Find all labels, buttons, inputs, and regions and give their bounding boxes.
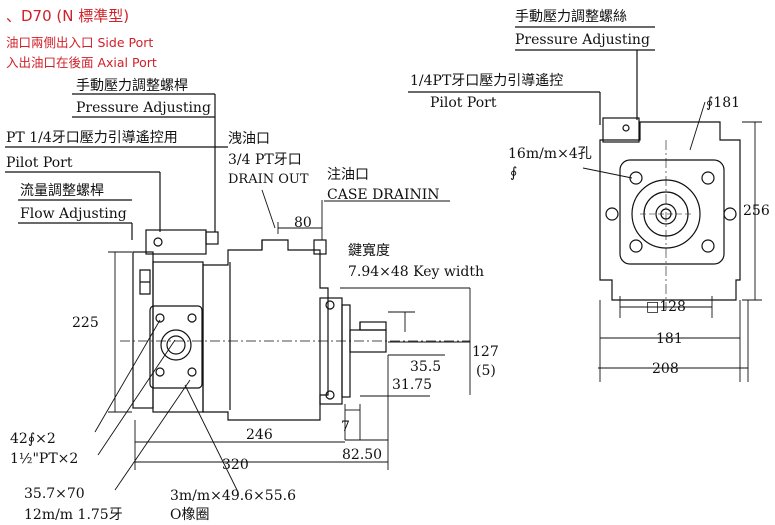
oring-zh-label: O橡圈	[170, 507, 210, 523]
front-pressure-adjusting-zh: 手動壓力調整螺絲	[515, 9, 627, 25]
pilot-port-en: Pilot Port	[6, 155, 73, 171]
model-title: 、D70 (N 標準型)	[6, 7, 130, 25]
front-view-dimensions	[582, 101, 762, 382]
dim-225: 225	[72, 315, 99, 331]
pressure-adjusting-zh: 手動壓力調整螺桿	[76, 78, 188, 94]
dim-208: 208	[652, 361, 679, 377]
oring-size-label: 3m/m×49.6×55.6	[170, 488, 296, 504]
dim-246: 246	[246, 427, 273, 443]
front-pilot-port-zh: 1/4PT牙口壓力引導遙控	[410, 73, 564, 89]
dim-31-75: 31.75	[392, 377, 433, 393]
port-size-label: 35.7×70	[24, 486, 85, 502]
drain-en: DRAIN OUT	[228, 172, 309, 187]
flow-adjusting-en: Flow Adjusting	[20, 206, 127, 222]
case-drain-zh: 注油口	[327, 167, 369, 183]
side-view-pump-body	[5, 93, 470, 421]
key-en: 7.94×48 Key width	[348, 264, 484, 280]
pilot-port-zh: PT 1/4牙口壓力引導遙控用	[6, 130, 178, 146]
holes-label: 16m/m×4孔	[508, 146, 592, 162]
dim-127: 127	[472, 344, 499, 360]
front-view-flange	[408, 26, 741, 310]
side-view-dimensions	[94, 189, 471, 493]
side-port-label: 油口兩側出入口 Side Port	[6, 35, 154, 50]
thread-pt-label: 1½"PT×2	[10, 451, 79, 467]
axial-port-label: 入出油口在後面 Axial Port	[6, 55, 157, 70]
flow-adjusting-zh: 流量調整螺桿	[20, 183, 104, 199]
pressure-adjusting-en: Pressure Adjusting	[76, 100, 211, 116]
dim-128: □128	[646, 299, 686, 315]
dim-7: 7	[341, 419, 350, 435]
dim-320: 320	[222, 457, 249, 473]
front-pressure-adjusting-en: Pressure Adjusting	[515, 32, 650, 48]
dim-35-5: 35.5	[410, 359, 442, 375]
drain-zh: 洩油口	[228, 131, 270, 147]
holes-symbol: ∮	[510, 165, 518, 181]
dia-181-label: ∮181	[706, 95, 741, 111]
bolt-42-label: 42∮×2	[10, 431, 56, 447]
front-pilot-port-en: Pilot Port	[430, 95, 497, 111]
dim-181: 181	[656, 331, 683, 347]
dim-127-sub: (5)	[476, 363, 496, 379]
port-thread-label: 12m/m 1.75牙	[24, 507, 123, 523]
dim-256: 256	[743, 203, 770, 219]
drain-size: 3/4 PT牙口	[228, 152, 302, 168]
dim-82-50: 82.50	[342, 447, 383, 463]
key-zh: 鍵寬度	[348, 243, 390, 259]
dim-80: 80	[294, 215, 312, 231]
case-drain-en: CASE DRAININ	[327, 187, 440, 203]
